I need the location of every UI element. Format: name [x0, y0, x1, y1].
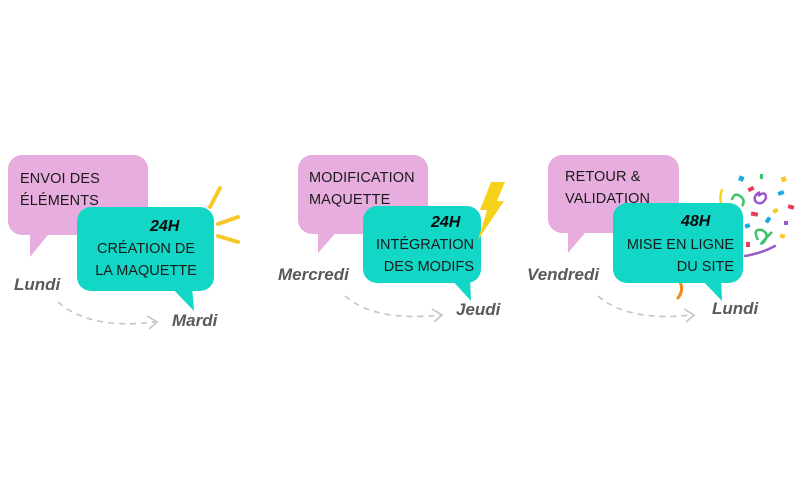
client-task-line-2: MAQUETTE — [309, 192, 391, 208]
client-task-line-2: VALIDATION — [565, 191, 651, 207]
dashed-arrow-icon — [597, 295, 696, 323]
agency-bubble — [613, 203, 743, 301]
client-task-line-1: RETOUR & — [565, 169, 641, 185]
end-day-label: Lundi — [712, 299, 759, 318]
client-task-line-2: ÉLÉMENTS — [20, 193, 99, 209]
client-task-label: RETOUR & VALIDATION — [565, 166, 650, 210]
dashed-arrow-icon — [57, 301, 159, 330]
client-task-line-1: MODIFICATION — [309, 170, 415, 186]
agency-task-line-2: DU SITE — [676, 259, 734, 275]
duration-badge: 24H — [431, 214, 461, 231]
start-day-label: Lundi — [14, 275, 61, 294]
client-task-line-1: ENVOI DES — [20, 171, 100, 187]
agency-task-label: MISE EN LIGNE DU SITE — [616, 234, 734, 278]
sun-rays-icon — [208, 186, 240, 244]
start-day-label: Mercredi — [278, 265, 349, 284]
agency-bubble — [77, 207, 214, 311]
duration-badge: 48H — [681, 213, 711, 230]
client-task-label: MODIFICATION MAQUETTE — [309, 167, 415, 211]
confetti-icon — [676, 174, 795, 300]
agency-task-line-1: CRÉATION DE — [96, 241, 196, 257]
agency-task-line-2: LA MAQUETTE — [95, 263, 197, 279]
agency-task-line-1: MISE EN LIGNE — [626, 237, 734, 253]
agency-task-label: CRÉATION DE LA MAQUETTE — [80, 238, 212, 282]
client-task-label: ENVOI DES ÉLÉMENTS — [20, 168, 100, 212]
lightning-icon — [478, 182, 505, 240]
dashed-arrow-icon — [344, 295, 444, 323]
end-day-label: Mardi — [172, 311, 218, 330]
agency-task-line-2: DES MODIFS — [383, 259, 474, 275]
agency-task-label: INTÉGRATION DES MODIFS — [366, 234, 474, 278]
duration-badge: 24H — [150, 218, 180, 235]
agency-task-line-1: INTÉGRATION — [375, 237, 474, 253]
start-day-label: Vendredi — [527, 265, 600, 284]
agency-bubble — [363, 206, 481, 301]
end-day-label: Jeudi — [456, 300, 501, 319]
